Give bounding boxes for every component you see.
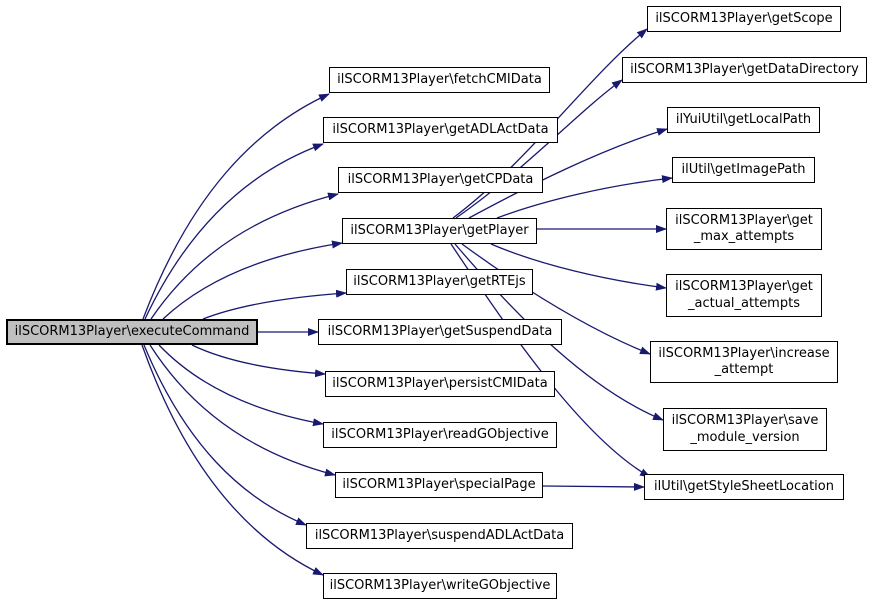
edge-get-player-to-get-actual-attempts — [490, 243, 667, 291]
node-increase-attempt[interactable]: ilSCORM13Player\increase _attempt — [650, 341, 838, 383]
edge-execute-command-to-write-g-objective — [141, 344, 324, 576]
edge-get-player-to-get-local-path — [468, 128, 668, 219]
node-get-scope[interactable]: ilSCORM13Player\getScope — [647, 6, 841, 32]
edge-execute-command-to-persist-cmi-data — [191, 344, 326, 378]
node-persist-cmi-data[interactable]: ilSCORM13Player\persistCMIData — [325, 371, 555, 397]
edge-execute-command-to-get-cp-data — [150, 192, 339, 320]
node-fetch-cmi-data[interactable]: ilSCORM13Player\fetchCMIData — [329, 67, 550, 93]
edge-get-player-to-get-data-directory — [455, 79, 623, 219]
node-get-max-attempts[interactable]: ilSCORM13Player\get _max_attempts — [666, 208, 822, 250]
node-get-style-sheet-location[interactable]: ilUtil\getStyleSheetLocation — [644, 474, 844, 500]
edge-execute-command-to-special-page — [149, 344, 336, 477]
edge-get-player-to-increase-attempt — [461, 243, 651, 355]
edge-execute-command-to-read-g-objective — [158, 344, 324, 427]
edge-execute-command-to-get-rte-js — [202, 289, 347, 320]
node-special-page[interactable]: ilSCORM13Player\specialPage — [335, 472, 543, 498]
node-get-rte-js[interactable]: ilSCORM13Player\getRTEjs — [346, 269, 533, 295]
node-get-suspend-data[interactable]: ilSCORM13Player\getSuspendData — [318, 319, 562, 345]
node-get-adl-act-data[interactable]: ilSCORM13Player\getADLActData — [323, 117, 558, 143]
node-get-local-path[interactable]: ilYuiUtil\getLocalPath — [667, 107, 820, 133]
edge-execute-command-to-get-adl-act-data — [144, 143, 324, 320]
node-read-g-objective[interactable]: ilSCORM13Player\readGObjective — [323, 422, 557, 448]
node-suspend-adl-act-data[interactable]: ilSCORM13Player\suspendADLActData — [306, 523, 573, 549]
node-get-data-directory[interactable]: ilSCORM13Player\getDataDirectory — [622, 57, 867, 83]
edge-get-player-to-get-image-path — [496, 175, 673, 219]
node-get-actual-attempts[interactable]: ilSCORM13Player\get _actual_attempts — [666, 274, 822, 317]
node-execute-command[interactable]: ilSCORM13Player\executeCommand — [6, 319, 258, 345]
node-get-cp-data[interactable]: ilSCORM13Player\getCPData — [338, 167, 543, 193]
edge-execute-command-to-get-player — [162, 240, 343, 320]
edge-execute-command-to-fetch-cmi-data — [142, 93, 330, 320]
node-save-module-version[interactable]: ilSCORM13Player\save _module_version — [663, 408, 827, 451]
node-write-g-objective[interactable]: ilSCORM13Player\writeGObjective — [323, 573, 557, 599]
node-get-player[interactable]: ilSCORM13Player\getPlayer — [342, 218, 537, 244]
node-get-image-path[interactable]: ilUtil\getImagePath — [672, 157, 815, 183]
edge-special-page-to-get-style-sheet-location — [542, 482, 645, 491]
edge-execute-command-to-suspend-adl-act-data — [143, 344, 307, 526]
